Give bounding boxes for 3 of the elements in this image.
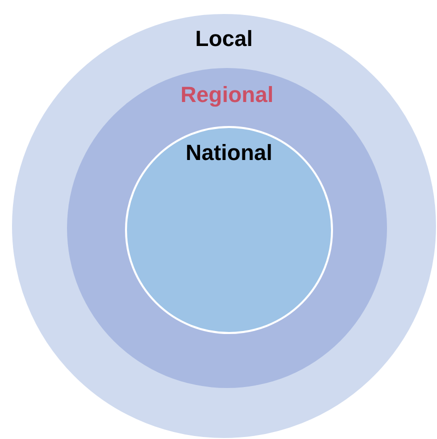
circle-label: Regional — [180, 82, 274, 108]
circle-label: Local — [194, 26, 254, 52]
circle-label: National — [184, 140, 274, 166]
